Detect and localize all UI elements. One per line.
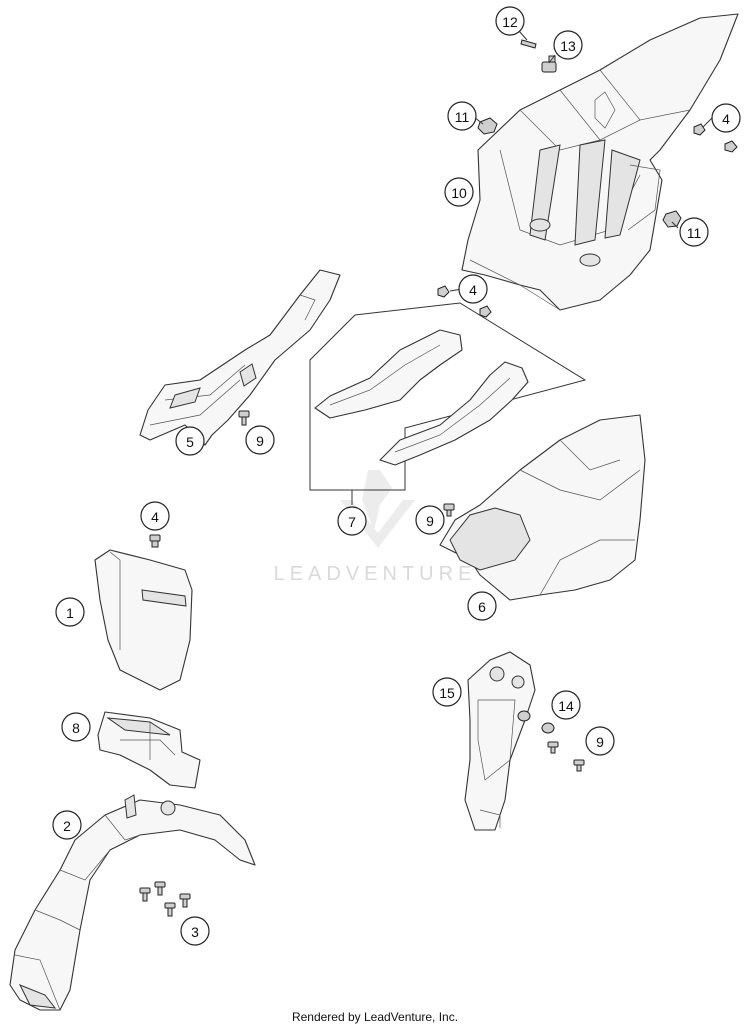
callout-4-middle-label: 4 [469,282,477,298]
callout-2-circle [52,810,82,840]
callout-8-circle [61,712,91,742]
front-fender-2 [9,794,256,1011]
callout-4-top-right-label: 4 [722,111,730,127]
nut-11-left [477,117,498,135]
frame-protector-set-7 [309,302,587,505]
nut-4-top-right [693,123,738,153]
callout-15-label: 15 [439,685,455,701]
callout-14-circle [551,690,581,720]
callout-4-left-label: 4 [151,509,159,525]
callout-4-middle-circle [458,274,488,304]
callout-3-circle [180,916,210,946]
callout-11-left-circle [447,101,477,131]
callout-10: 10 [444,177,474,207]
bushings-14 [517,710,555,734]
callout-3-label: 3 [191,924,199,940]
side-cover-5 [139,269,341,446]
callout-4-middle: 4 [458,274,488,304]
callout-15-circle [432,677,462,707]
callout-12-circle [495,6,525,36]
callout-7-circle [337,506,367,536]
callout-4-left: 4 [140,501,170,531]
callout-11-right-circle [679,217,709,247]
callout-3: 3 [180,916,210,946]
callout-11-right-label: 11 [687,225,702,241]
watermark-text: LEADVENTURE [274,563,477,585]
callout-8: 8 [61,712,91,742]
callout-12: 12 [495,6,525,36]
callout-11-right: 11 [679,217,709,247]
bracket-8 [97,711,201,789]
screws-3 [139,881,191,917]
callout-11-left: 11 [447,101,477,131]
callout-13-circle [553,30,583,60]
footer-credit: Rendered by LeadVenture, Inc. [291,1010,459,1024]
screws-9-right [547,741,585,772]
callout-9-middle: 9 [415,505,445,535]
callout-14-label: 14 [558,698,574,714]
callout-6-circle [467,591,497,621]
callout-7-label: 7 [348,514,356,530]
callout-12-label: 12 [502,14,518,30]
callout-1-circle [55,597,85,627]
callout-4-top-right: 4 [711,103,741,133]
callout-2: 2 [52,810,82,840]
callout-9-right-circle [585,726,615,756]
callout-5-circle [175,426,205,456]
screw-9-left [238,410,250,426]
callout-4-left-circle [140,501,170,531]
rear-fender-part [461,13,739,311]
nut-11-right [662,210,682,228]
callout-9-right: 9 [585,726,615,756]
callout-9-middle-label: 9 [426,513,434,529]
screw-9-middle [443,503,455,517]
callout-9-middle-circle [415,505,445,535]
cover-15 [464,651,536,831]
screw-12 [520,39,537,49]
callout-1: 1 [55,597,85,627]
callout-6: 6 [467,591,497,621]
screw-4-left [149,534,161,548]
callout-9-left-label: 9 [256,433,264,449]
callout-7: 7 [337,506,367,536]
callout-4-top-right-circle [711,103,741,133]
callout-13-label: 13 [560,38,576,54]
callout-8-label: 8 [72,720,80,736]
callout-6-label: 6 [478,599,486,615]
callout-9-left-circle [245,425,275,455]
callout-5: 5 [175,426,205,456]
callout-1-label: 1 [66,605,74,621]
nut-4-middle [437,285,492,318]
callout-14: 14 [551,690,581,720]
callout-13: 13 [553,30,583,60]
callout-5-label: 5 [186,434,194,450]
number-plate-1 [94,549,193,691]
watermark: LEADVENTURE [274,470,477,585]
callout-10-label: 10 [451,185,467,201]
callout-10-circle [444,177,474,207]
callout-15: 15 [432,677,462,707]
callout-2-label: 2 [63,818,71,834]
nut-13 [541,55,557,73]
callout-9-right-label: 9 [596,734,604,750]
callout-9-left: 9 [245,425,275,455]
leader-lines [449,30,714,292]
tank-shroud-6 [439,414,646,601]
callout-11-left-label: 11 [455,109,470,125]
